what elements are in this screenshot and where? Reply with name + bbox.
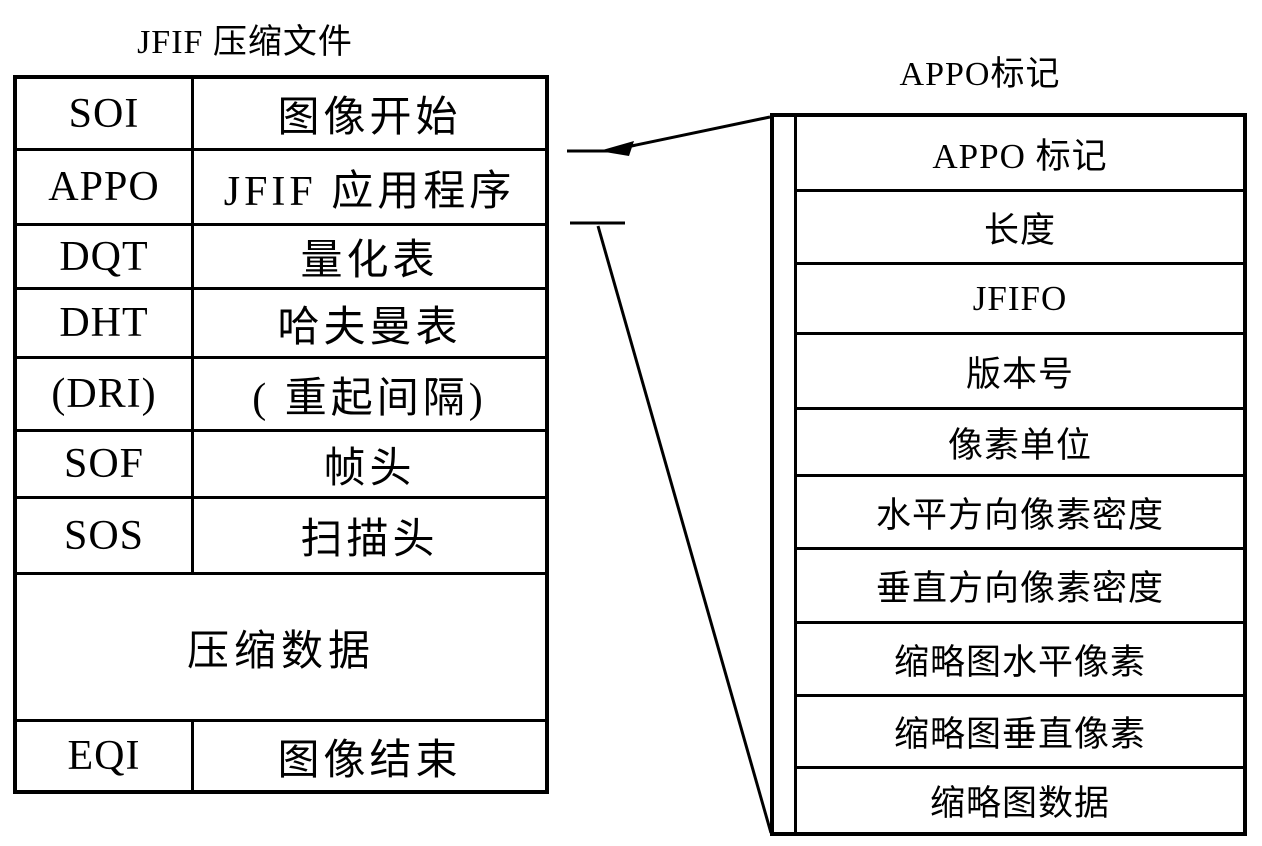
table-row-eqi: EQI 图像结束 [17, 719, 545, 790]
left-edge-strip [774, 117, 797, 832]
row-code: SOI [17, 79, 194, 148]
appo-marker-table: APPO 标记 长度 JFIFO 版本号 像素单位 水平方向像素密度 垂直方向像… [770, 113, 1247, 836]
expand-top-diagonal-line [621, 115, 771, 150]
table-row-sos: SOS 扫描头 [17, 496, 545, 572]
table-row-dri: (DRI) ( 重起间隔) [17, 356, 545, 429]
row-code: DHT [17, 290, 194, 356]
table-row-dqt: DQT 量化表 [17, 223, 545, 287]
row-desc: 图像结束 [277, 737, 462, 784]
left-table-title: JFIF 压缩文件 [137, 24, 353, 61]
row-code: APPO [17, 151, 194, 223]
table-row: 缩略图垂直像素 [797, 694, 1243, 766]
row-desc: 扫描头 [300, 517, 439, 563]
table-row: 版本号 [797, 332, 1243, 407]
row-desc: 帧头 [323, 445, 416, 492]
table-row: JFIFO [797, 262, 1243, 332]
table-row: 缩略图水平像素 [797, 621, 1243, 694]
table-row-appo: APPO JFIF 应用程序 [17, 148, 545, 223]
table-row-soi: SOI 图像开始 [17, 79, 545, 148]
table-row-compressed-data: 压缩数据 [17, 572, 545, 719]
row-desc: 图像开始 [277, 95, 462, 141]
row-code: SOF [17, 432, 194, 496]
table-row: 水平方向像素密度 [797, 474, 1243, 547]
row-desc: 哈夫曼表 [277, 304, 462, 351]
right-table-title: APPO标记 [899, 56, 1061, 93]
row-code: SOS [17, 499, 194, 572]
row-desc: 压缩数据 [186, 628, 375, 675]
row-desc: 量化表 [300, 238, 439, 284]
table-row: APPO 标记 [932, 136, 1108, 176]
row-code: DQT [17, 226, 194, 287]
table-row-dht: DHT 哈夫曼表 [17, 287, 545, 356]
table-row: 像素单位 [797, 407, 1243, 474]
table-row-sof: SOF 帧头 [17, 429, 545, 496]
expand-bottom-diagonal-line [596, 225, 773, 834]
row-desc: JFIF 应用程序 [223, 168, 516, 215]
row-code: EQI [17, 722, 194, 790]
row-desc: ( 重起间隔) [252, 375, 487, 422]
jfif-file-table: SOI 图像开始 APPO JFIF 应用程序 DQT 量化表 DHT 哈夫曼表… [13, 75, 549, 794]
table-row: 缩略图数据 [797, 766, 1243, 832]
table-row: 垂直方向像素密度 [797, 547, 1243, 621]
row-code: (DRI) [17, 359, 194, 429]
arrowhead-icon [599, 141, 634, 156]
appo-marker-rows: APPO 标记 长度 JFIFO 版本号 像素单位 水平方向像素密度 垂直方向像… [797, 117, 1243, 832]
table-row: 长度 [797, 189, 1243, 262]
